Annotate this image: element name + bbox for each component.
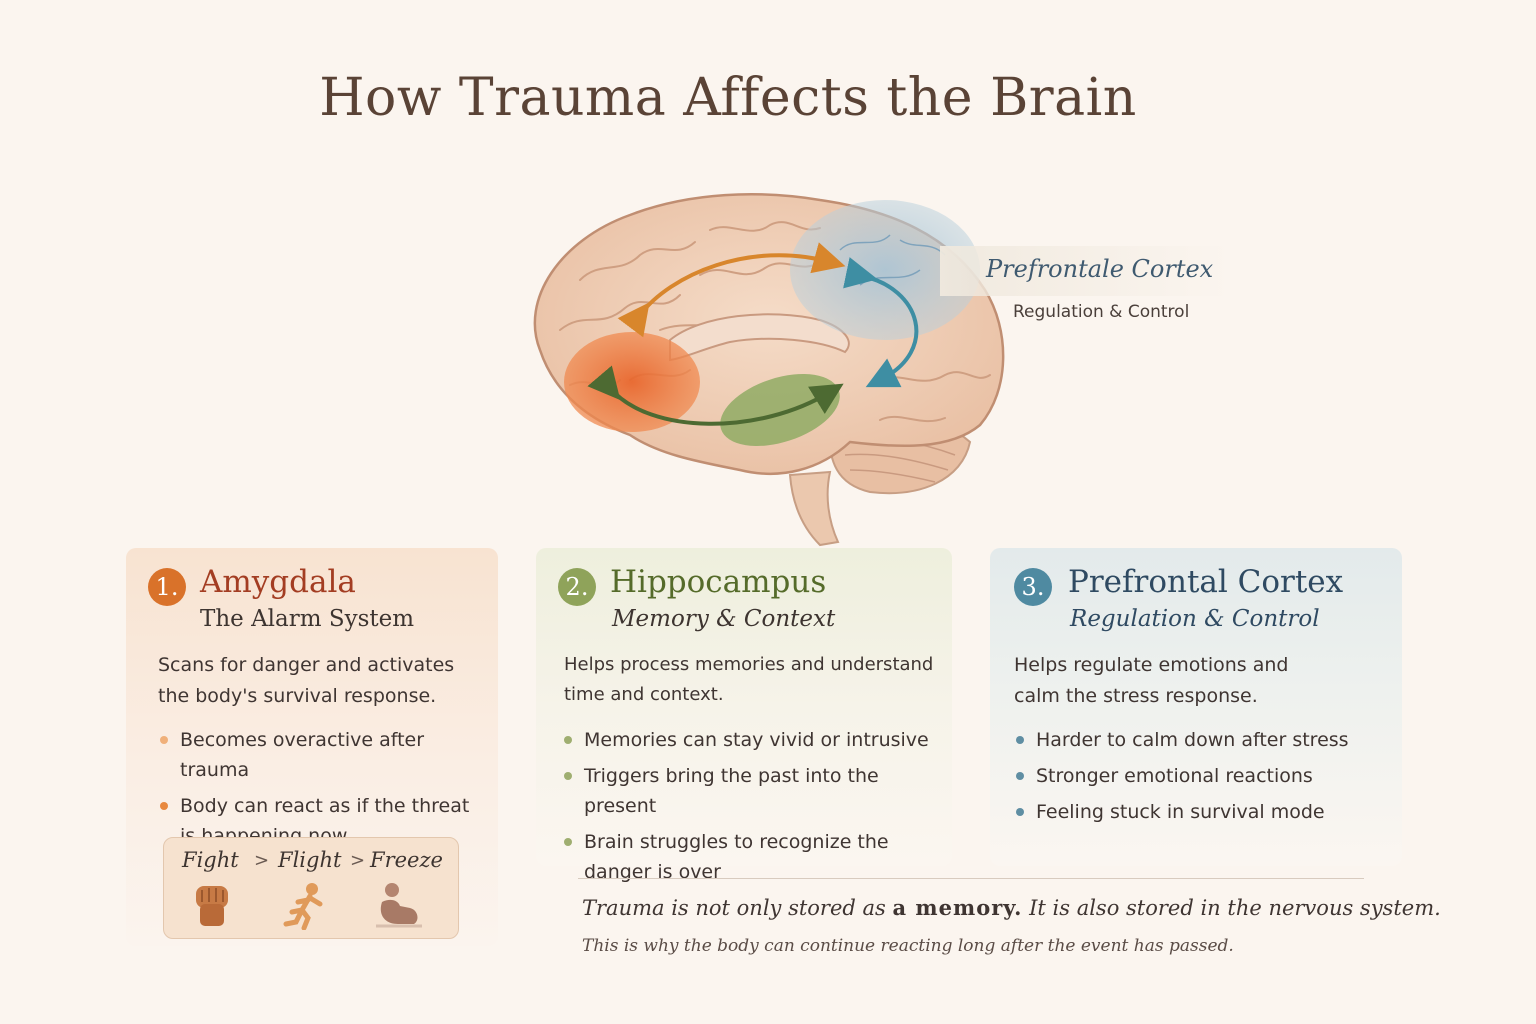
arrow-amygdala-hippocampus bbox=[587, 365, 844, 426]
card-description: Helps regulate emotions and calm the str… bbox=[1014, 650, 1288, 712]
bullet-dot bbox=[160, 736, 168, 744]
card-bullet-list: Memories can stay vivid or intrusive Tri… bbox=[562, 725, 948, 893]
bullet-dot bbox=[564, 838, 572, 846]
quote-emphasis: a memory. bbox=[892, 895, 1023, 920]
fight-label: Fight bbox=[182, 848, 239, 872]
bullet-dot bbox=[160, 802, 168, 810]
description-line: calm the stress response. bbox=[1014, 685, 1258, 707]
arrow-prefrontal-hippocampus bbox=[843, 257, 919, 388]
prefrontal-card: 3. Prefrontal Cortex Regulation & Contro… bbox=[990, 548, 1402, 866]
card-title: Hippocampus bbox=[610, 564, 827, 600]
running-person-icon bbox=[283, 883, 323, 930]
list-item: Feeling stuck in survival mode bbox=[1014, 797, 1384, 827]
prefrontal-label-background bbox=[940, 246, 1230, 296]
bullet-dot bbox=[564, 736, 572, 744]
card-number-badge: 1. bbox=[148, 568, 186, 606]
prefrontal-label-subtitle: Regulation & Control bbox=[1013, 302, 1190, 322]
card-subtitle: The Alarm System bbox=[200, 606, 415, 632]
card-number-badge: 2. bbox=[558, 568, 596, 606]
page-title: How Trauma Affects the Brain bbox=[319, 68, 1137, 128]
amygdala-region bbox=[564, 332, 700, 432]
list-item: Stronger emotional reactions bbox=[1014, 761, 1384, 791]
card-description: Scans for danger and activates the body'… bbox=[158, 650, 454, 712]
description-line: Helps regulate emotions and bbox=[1014, 654, 1289, 676]
description-line: Helps process memories and understand bbox=[564, 654, 934, 675]
footer-subtext: This is why the body can continue reacti… bbox=[582, 936, 1234, 956]
bullet-dot bbox=[1016, 772, 1024, 780]
fist-icon bbox=[196, 886, 228, 926]
card-bullet-list: Harder to calm down after stress Stronge… bbox=[1014, 725, 1384, 833]
bullet-dot bbox=[1016, 736, 1024, 744]
card-title: Prefrontal Cortex bbox=[1068, 564, 1344, 600]
bullet-dot bbox=[564, 772, 572, 780]
arrow-amygdala-prefrontal bbox=[617, 242, 846, 338]
crouching-person-icon bbox=[376, 883, 422, 928]
flight-label: Flight bbox=[278, 848, 342, 872]
brainstem bbox=[788, 470, 840, 547]
list-item: Memories can stay vivid or intrusive bbox=[562, 725, 948, 755]
description-line: Scans for danger and activates bbox=[158, 654, 455, 676]
list-item: Harder to calm down after stress bbox=[1014, 725, 1384, 755]
card-description: Helps process memories and understand ti… bbox=[564, 650, 933, 710]
divider bbox=[578, 878, 1364, 879]
list-item: Becomes overactive after trauma bbox=[158, 725, 498, 785]
survival-response-box: Fight > Flight > Freeze bbox=[163, 837, 459, 939]
description-line: the body's survival response. bbox=[158, 685, 437, 707]
card-bullet-list: Becomes overactive after trauma Body can… bbox=[158, 725, 498, 857]
bullet-dot bbox=[1016, 808, 1024, 816]
list-item: Triggers bring the past into the present bbox=[562, 761, 948, 821]
card-subtitle: Memory & Context bbox=[612, 606, 836, 632]
separator-arrow: > bbox=[350, 850, 366, 871]
description-line: time and context. bbox=[564, 684, 724, 705]
hippocampus-card: 2. Hippocampus Memory & Context Helps pr… bbox=[536, 548, 952, 883]
card-subtitle: Regulation & Control bbox=[1070, 606, 1320, 632]
freeze-label: Freeze bbox=[370, 848, 443, 872]
footer-quote: Trauma is not only stored as a memory. I… bbox=[582, 895, 1441, 920]
brain-diagram bbox=[533, 193, 1005, 547]
separator-arrow: > bbox=[254, 850, 270, 871]
brain-illustration bbox=[500, 180, 1040, 550]
prefrontal-label-name: Prefrontale Cortex bbox=[986, 255, 1214, 283]
card-title: Amygdala bbox=[200, 564, 356, 600]
card-number-badge: 3. bbox=[1014, 568, 1052, 606]
